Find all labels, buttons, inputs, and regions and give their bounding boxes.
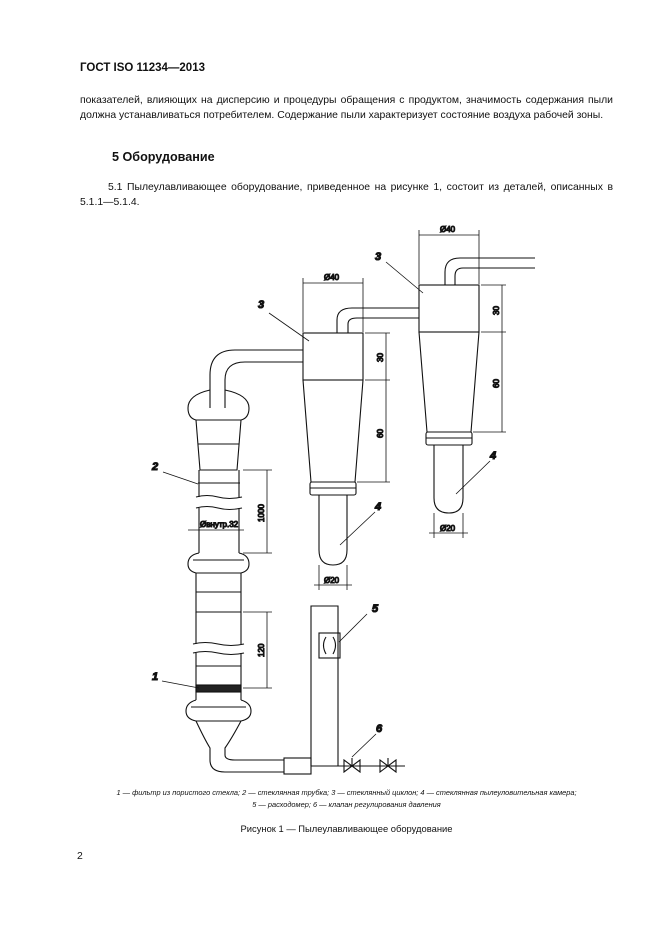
dim-cyclone-b-cone: 60: [492, 379, 501, 388]
intro-paragraph: показателей, влияющих на дисперсию и про…: [80, 95, 613, 121]
clause-5-1: 5.1 Пылеулавливающее оборудование, приве…: [80, 182, 613, 208]
label-tube: 2: [151, 461, 158, 473]
legend-item: 1 — фильтр из пористого стекла;: [116, 788, 241, 797]
dimension-lines: [161, 230, 506, 758]
dim-chamber-b-diameter: Ø20: [440, 524, 456, 533]
label-chamber-a: 4: [374, 501, 381, 513]
cyclone-b: [418, 257, 535, 514]
label-valve: 6: [376, 723, 383, 735]
dim-cyclone-a-diameter: Ø40: [324, 273, 340, 282]
dim-cyclone-b-top: 30: [492, 306, 501, 315]
legend-item: 3 — стеклянный циклон;: [331, 788, 419, 797]
pipe-to-flowmeter: [310, 605, 362, 767]
legend-item: 2 — стеклянная трубка;: [242, 788, 330, 797]
page-number: 2: [77, 851, 83, 862]
legend-item: 6 — клапан регулирования давления: [312, 800, 441, 809]
dim-filter-gap: 120: [257, 643, 266, 657]
figure-legend: 1 — фильтр из пористого стекла; 2 — стек…: [80, 787, 613, 811]
legend-item: 4 — стеклянная пылеуловительная камера;: [420, 788, 577, 797]
dim-chamber-a-diameter: Ø20: [324, 576, 340, 585]
label-cyclone-a: 3: [258, 299, 264, 311]
document-header: ГОСТ ISO 11234—2013: [80, 62, 205, 74]
pressure-valves: [338, 758, 405, 774]
dim-tube-length: 1000: [257, 504, 266, 522]
label-filter: 1: [152, 671, 158, 683]
cyclone-a: [302, 307, 419, 566]
figure-title: Рисунок 1 — Пылеулавливающее оборудовани…: [240, 823, 453, 834]
label-chamber-b: 4: [489, 450, 496, 462]
legend-item: 5 — расходомер;: [252, 800, 311, 809]
section-title: 5 Оборудование: [112, 150, 215, 164]
dim-cyclone-b-diameter: Ø40: [440, 225, 456, 234]
label-cyclone-b: 3: [375, 251, 381, 263]
flowmeter: [318, 632, 341, 659]
label-flowmeter: 5: [372, 603, 379, 615]
dim-cyclone-a-top: 30: [376, 353, 385, 362]
dim-cyclone-a-cone: 60: [376, 429, 385, 438]
dim-tube-inner-diameter: Øвнутр.32: [200, 520, 239, 529]
glass-tube-assembly: [185, 349, 312, 775]
